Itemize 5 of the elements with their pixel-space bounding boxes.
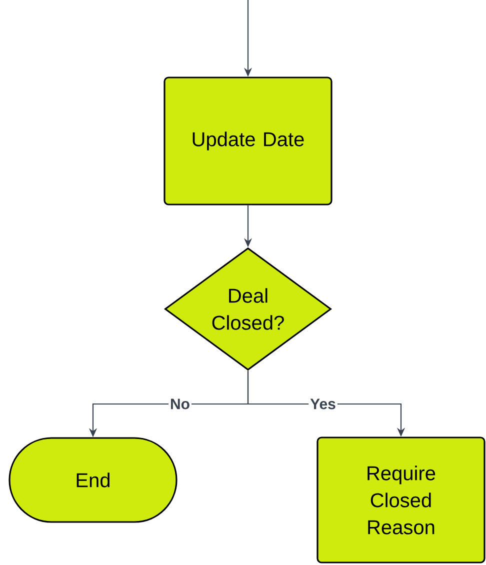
edge-label: Yes	[308, 397, 338, 411]
terminal-box: End	[8, 437, 178, 523]
edge-label: No	[168, 397, 192, 411]
process-box: Require Closed Reason	[316, 436, 486, 564]
process-box: Update Date	[164, 76, 332, 206]
